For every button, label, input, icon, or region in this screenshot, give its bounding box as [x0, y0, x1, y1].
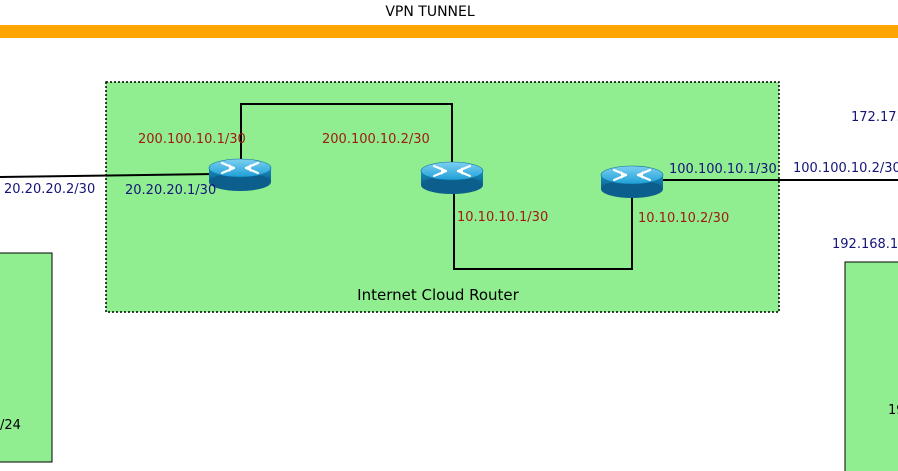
link-router-middle-to-router-right: [453, 192, 633, 270]
router-icon: [599, 164, 665, 200]
left-site-subnet-label: /24: [0, 418, 21, 433]
ip-label-right-top: 172.17.: [851, 110, 898, 125]
ip-label-r3-right: 100.100.10.1/30: [669, 162, 777, 177]
internet-cloud-zone: [105, 81, 780, 313]
left-site-box: [0, 252, 53, 463]
ip-label-r3-bottom: 10.10.10.2/30: [638, 211, 729, 226]
router-middle[interactable]: [419, 160, 485, 196]
ip-label-r2-top: 200.100.10.2/30: [322, 132, 430, 147]
link-left-peer-to-router-left: [0, 173, 215, 178]
router-right[interactable]: [599, 164, 665, 200]
ip-label-right-peer: 100.100.10.2/30: [793, 161, 898, 176]
right-site-subnet-label: 19: [888, 403, 898, 418]
ip-label-r1-top: 200.100.10.1/30: [138, 132, 246, 147]
link-router-left-to-router-middle: [240, 103, 453, 162]
router-icon: [207, 157, 273, 193]
router-left[interactable]: [207, 157, 273, 193]
vpn-tunnel-banner: [0, 25, 898, 38]
internet-cloud-label: Internet Cloud Router: [357, 286, 519, 304]
ip-label-r2-bottom: 10.10.10.1/30: [457, 210, 548, 225]
ip-label-left-peer: 20.20.20.2/30: [4, 182, 95, 197]
ip-label-right-lan: 192.168.10: [832, 237, 898, 252]
right-site-box: [844, 261, 898, 471]
router-icon: [419, 160, 485, 196]
ip-label-r1-left: 20.20.20.1/30: [125, 183, 216, 198]
diagram-title: VPN TUNNEL: [385, 4, 475, 20]
